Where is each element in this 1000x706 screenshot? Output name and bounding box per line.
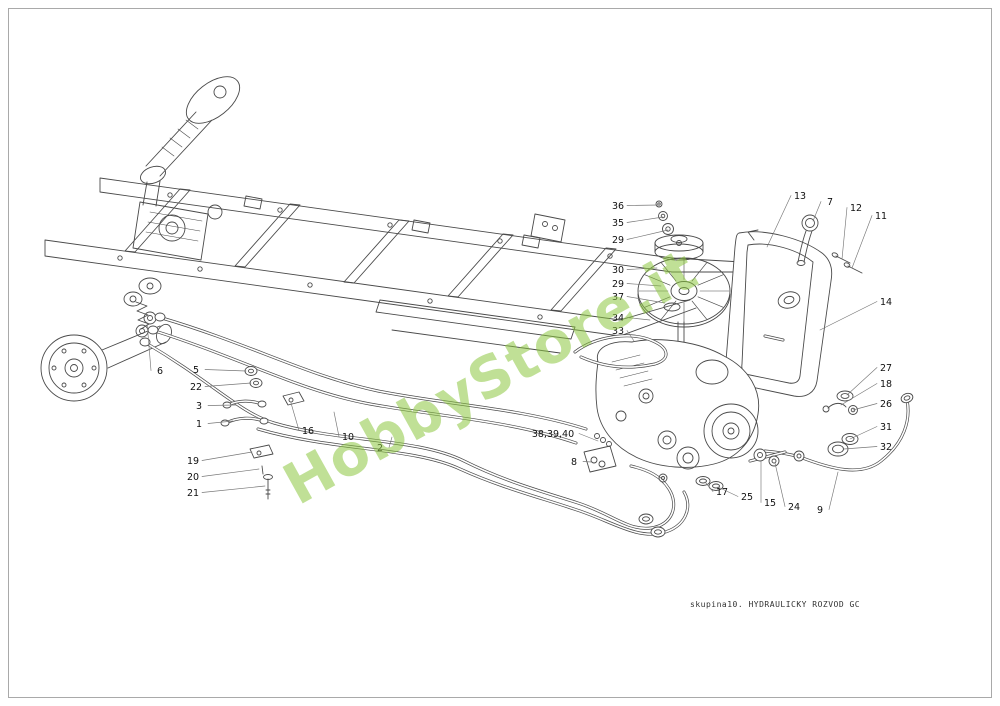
part-number-11: 11 <box>875 211 887 222</box>
leader-line-5 <box>204 369 247 372</box>
fastener-stack <box>655 200 674 235</box>
leader-line-17 <box>704 481 714 492</box>
leader-line-3 <box>207 404 237 406</box>
cooling-fan <box>637 257 731 328</box>
leader-line-14 <box>819 301 878 331</box>
engine-gearbox <box>123 201 223 330</box>
part-number-10: 10 <box>342 432 354 443</box>
part-number-29: 29 <box>612 235 624 246</box>
leader-line-38,39,40 <box>578 433 599 442</box>
fittings-and-clamps <box>139 312 914 538</box>
part-number-19: 19 <box>187 456 199 467</box>
leader-line-27 <box>846 367 878 396</box>
leader-line-20 <box>201 468 260 477</box>
leader-line-37 <box>626 296 666 304</box>
part-number-36: 36 <box>612 201 624 212</box>
steering-column <box>140 76 241 207</box>
part-number-34: 34 <box>612 313 624 324</box>
leader-line-10 <box>333 411 340 437</box>
part-number-38,39,40: 38,39,40 <box>532 429 574 440</box>
part-number-12: 12 <box>850 203 862 214</box>
leader-line-29 <box>626 283 662 287</box>
part-number-9: 9 <box>817 505 823 516</box>
part-number-25: 25 <box>741 492 753 503</box>
part-number-31: 31 <box>880 422 892 433</box>
part-number-2: 2 <box>377 443 383 454</box>
part-number-16: 16 <box>302 426 314 437</box>
leader-line-30 <box>626 267 658 270</box>
leader-line-22 <box>204 382 252 387</box>
part-number-17: 17 <box>716 487 728 498</box>
leader-line-35 <box>626 216 664 223</box>
leader-line-34 <box>626 317 651 321</box>
drive-pulley <box>654 234 704 261</box>
part-number-7: 7 <box>827 197 833 208</box>
part-number-18: 18 <box>880 379 892 390</box>
leader-line-2 <box>388 436 393 448</box>
part-number-13: 13 <box>794 191 806 202</box>
leader-line-6 <box>146 321 152 371</box>
part-number-35: 35 <box>612 218 624 229</box>
leader-line-11 <box>851 215 873 269</box>
part-number-37: 37 <box>612 292 624 303</box>
leader-line-32 <box>843 446 878 450</box>
page-border <box>8 8 992 698</box>
part-number-21: 21 <box>187 488 199 499</box>
drawing-caption: skupina10. HYDRAULICKY ROZVOD GC <box>690 600 861 609</box>
leader-line-16 <box>290 402 300 431</box>
part-number-8: 8 <box>571 457 577 468</box>
part-number-27: 27 <box>880 363 892 374</box>
leader-line-9 <box>828 471 839 510</box>
leader-line-36 <box>626 204 660 206</box>
part-number-24: 24 <box>788 502 800 513</box>
leader-line-13 <box>766 195 792 248</box>
part-number-26: 26 <box>880 399 892 410</box>
leader-line-1 <box>207 420 234 424</box>
part-number-14: 14 <box>880 297 892 308</box>
leader-line-26 <box>852 403 878 411</box>
part-number-22: 22 <box>190 382 202 393</box>
leader-line-25 <box>717 486 739 497</box>
part-number-15: 15 <box>764 498 776 509</box>
leader-line-7 <box>812 201 822 222</box>
leader-line-19 <box>201 451 253 461</box>
leader-line-21 <box>201 485 266 493</box>
leader-line-29 <box>626 229 669 240</box>
leader-line-24 <box>774 462 786 507</box>
part-number-33: 33 <box>612 326 624 337</box>
leader-line-12 <box>841 207 848 260</box>
leader-line-8 <box>582 461 593 463</box>
part-number-5: 5 <box>193 365 199 376</box>
part-number-32: 32 <box>880 442 892 453</box>
chassis-frame <box>44 177 747 354</box>
part-number-30: 30 <box>612 265 624 276</box>
leader-line-31 <box>849 426 878 440</box>
leader-line-18 <box>840 383 878 406</box>
part-number-1: 1 <box>196 419 202 430</box>
mounting-bolts <box>831 252 863 274</box>
part-number-6: 6 <box>157 366 163 377</box>
part-number-20: 20 <box>187 472 199 483</box>
part-number-3: 3 <box>196 401 202 412</box>
front-axle <box>40 311 172 402</box>
transaxle-pump <box>583 321 760 473</box>
leader-line-33 <box>626 330 635 342</box>
part-number-29: 29 <box>612 279 624 290</box>
dipstick <box>796 214 819 266</box>
